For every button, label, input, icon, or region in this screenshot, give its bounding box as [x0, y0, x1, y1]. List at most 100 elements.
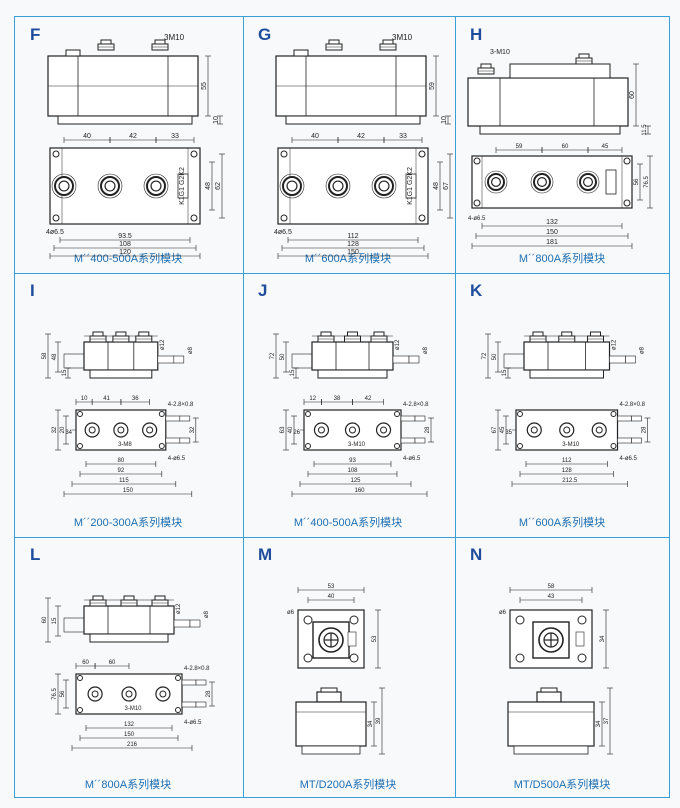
hole-circle	[77, 411, 83, 417]
section-letter: J	[258, 281, 268, 300]
hole-circle	[490, 177, 501, 188]
dimension-label: 20	[60, 426, 66, 433]
outline-rect	[480, 63, 492, 69]
hole-circle	[394, 443, 400, 449]
dimension-label: 48	[205, 182, 212, 190]
dimension-label: 150	[124, 732, 135, 738]
outline-rect	[173, 355, 185, 364]
dimension-label: 92	[118, 468, 125, 474]
dimension-label: 40	[83, 133, 91, 140]
outline-rect	[89, 633, 169, 643]
hole-circle	[349, 615, 359, 625]
dimension-label: 12	[309, 396, 316, 402]
outline-rect	[523, 341, 611, 371]
dimension-label: 3M10	[392, 33, 413, 42]
outline-rect	[405, 173, 417, 199]
dimension-label: ø8	[640, 346, 646, 354]
grid-divider	[455, 17, 456, 797]
outline-rect	[179, 415, 191, 422]
dimension-label: 58	[42, 352, 48, 359]
outline-rect	[92, 595, 104, 601]
dimension-label: 42	[129, 133, 137, 140]
hole-circle	[279, 173, 305, 199]
outline-rect	[320, 687, 338, 693]
outline-rect	[631, 437, 642, 444]
hole-circle	[305, 411, 311, 417]
dimension-label: 62	[215, 182, 222, 190]
dimension-label: 150	[347, 249, 359, 256]
outline-rect	[536, 691, 562, 703]
outline-rect	[467, 77, 629, 127]
module-caption: M´´600A系列模块	[518, 517, 606, 529]
hole-circle	[97, 173, 123, 199]
outline-rect	[578, 53, 590, 59]
outline-rect	[57, 115, 193, 125]
outline-rect	[123, 595, 135, 601]
dimension-label: 36	[132, 396, 139, 402]
dimension-label: 53	[328, 584, 335, 590]
dimension-label: 10	[81, 396, 88, 402]
dimension-label: 53	[372, 635, 378, 642]
outline-rect	[529, 369, 604, 379]
dimension-label: 15	[62, 369, 68, 376]
dimension-label: 43	[548, 594, 555, 600]
module-caption: M´´800A系列模块	[518, 253, 606, 265]
dimension-label: 4ø6.5	[46, 229, 64, 236]
dimension-label: 3-M10	[124, 706, 142, 712]
dimension-label: ø12	[612, 339, 618, 350]
hole-circle	[530, 426, 538, 434]
section-letter: K	[470, 281, 483, 300]
dimension-label: 26	[293, 430, 300, 436]
dimension-label: 108	[347, 468, 358, 474]
hole-circle	[175, 707, 181, 713]
hole-circle	[175, 675, 181, 681]
dimension-label: 132	[546, 219, 558, 226]
hole-circle	[77, 707, 83, 713]
outline-rect	[503, 353, 525, 369]
dimension-label: 28	[206, 690, 212, 697]
hole-circle	[349, 426, 356, 434]
dimension-label: 40	[311, 133, 319, 140]
outline-rect	[179, 437, 191, 444]
dimension-label: 34	[65, 430, 72, 436]
dimension-label: 212.5	[562, 478, 578, 484]
outline-rect	[400, 437, 416, 444]
outline-rect	[609, 355, 626, 364]
hole-circle	[517, 443, 523, 449]
dimension-label: 72	[482, 352, 488, 359]
hole-circle	[280, 214, 288, 222]
dimension-label: 93.5	[118, 233, 132, 240]
outline-rect	[590, 331, 601, 337]
outline-rect	[328, 39, 340, 45]
dimension-label: 50	[492, 353, 498, 360]
hole-circle	[595, 426, 603, 434]
dimension-label: 4-2.8×0.8	[403, 402, 429, 408]
dimension-label: 34	[600, 635, 606, 642]
hole-circle	[394, 411, 400, 417]
hole-circle	[317, 426, 325, 434]
hole-circle	[577, 653, 587, 663]
outline-rect	[189, 619, 201, 628]
outline-rect	[347, 631, 357, 647]
dimension-label: 115	[119, 478, 129, 484]
outline-rect	[177, 173, 189, 199]
dimension-label: 40	[328, 594, 335, 600]
dimension-label: 33	[171, 133, 179, 140]
dimension-label: 216	[127, 742, 138, 748]
dimension-label: 112	[347, 233, 358, 240]
dimension-label: 40	[288, 426, 294, 433]
dimension-label: 11.5	[642, 124, 648, 136]
outline-rect	[316, 691, 342, 703]
hole-circle	[332, 180, 344, 192]
outline-rect	[392, 355, 410, 364]
dimension-label: 48	[433, 182, 440, 190]
outline-rect	[479, 125, 621, 135]
